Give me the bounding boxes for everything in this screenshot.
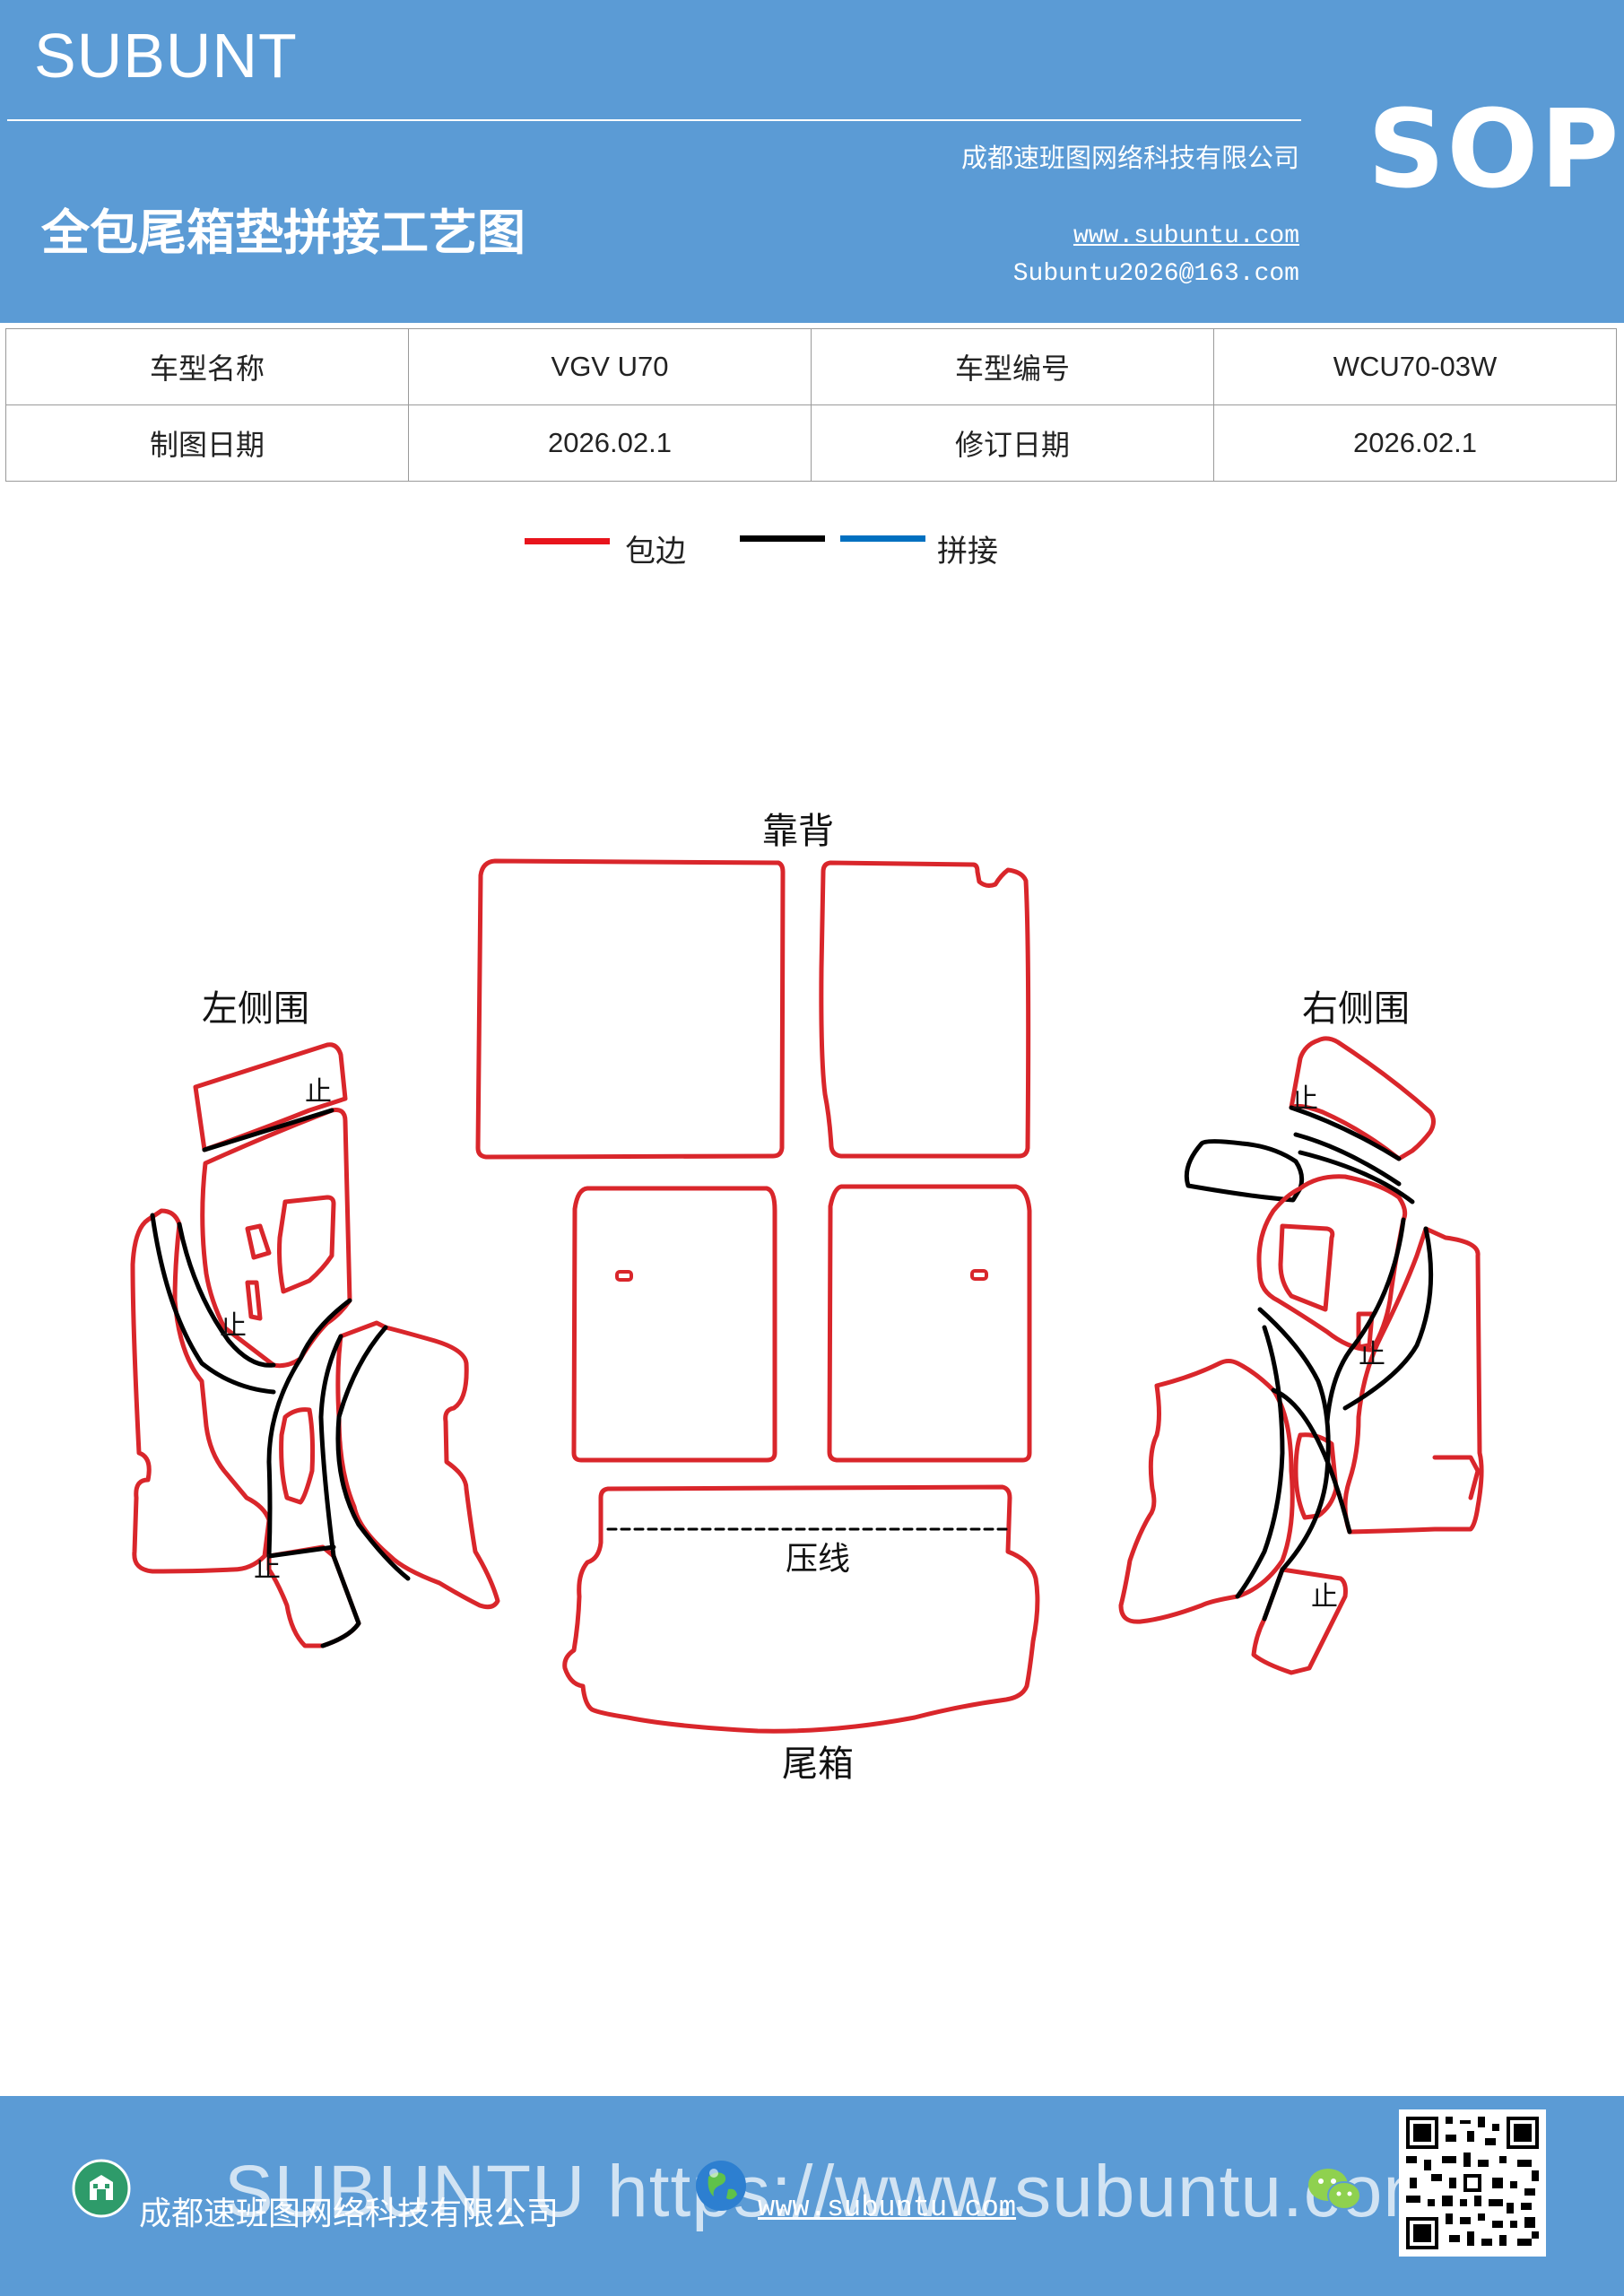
- stop-mark: 止: [220, 1310, 247, 1342]
- right-outer-panel: [1342, 1226, 1484, 1535]
- model-name-value: VGV U70: [408, 328, 812, 405]
- right-seam-8: [1271, 1387, 1352, 1535]
- company-name: 成都速班图网络科技有限公司: [960, 143, 1299, 173]
- left-bottom-tab: [266, 1544, 361, 1648]
- sop-badge: SOP: [1368, 88, 1621, 213]
- left-window-a: [277, 1195, 336, 1294]
- left-seam-4: [266, 1298, 352, 1559]
- middle-right-panel: [827, 1184, 1032, 1463]
- mat-layout-diagram: 靠背 左侧围 右侧围 压线 尾箱 止 止 止 止 止 止: [130, 811, 1484, 1785]
- globe-icon: [696, 2161, 746, 2211]
- right-seam-3: [1298, 1150, 1415, 1205]
- brand-name: SUBUNT: [34, 21, 298, 91]
- left-seam-2: [177, 1222, 276, 1368]
- left-seam-8: [320, 1553, 361, 1648]
- draw-date-value: 2026.02.1: [408, 404, 812, 482]
- model-code-label: 车型编号: [811, 328, 1214, 405]
- stop-mark: 止: [1359, 1339, 1385, 1370]
- left-outer-panel: [130, 1208, 272, 1574]
- stop-mark: 止: [305, 1076, 332, 1108]
- left-inner-panel: [335, 1320, 500, 1610]
- middle-right-slot: [970, 1269, 988, 1281]
- footer-website-link[interactable]: www.subuntu.com: [758, 2191, 1017, 2224]
- right-seam-7: [1235, 1325, 1285, 1599]
- website-link[interactable]: www.subuntu.com: [1073, 222, 1299, 250]
- right-outer-tab: [1432, 1455, 1481, 1500]
- seam-legend-line-black: [740, 535, 825, 542]
- email-address: Subuntu2026@163.com: [1012, 260, 1299, 288]
- model-code-value: WCU70-03W: [1213, 328, 1617, 405]
- backrest-left-panel: [475, 858, 786, 1160]
- left-seam-3: [150, 1213, 276, 1395]
- revision-date-value: 2026.02.1: [1213, 404, 1617, 482]
- left-seam-1: [202, 1108, 334, 1152]
- footer-company: 成都速班图网络科技有限公司: [139, 2196, 560, 2232]
- middle-left-slot: [615, 1270, 633, 1282]
- qr-code-icon[interactable]: [1399, 2109, 1546, 2257]
- right-bottom-tab: [1251, 1567, 1348, 1675]
- right-upper-panel: [1256, 1174, 1408, 1352]
- backrest-label: 靠背: [762, 811, 834, 852]
- vehicle-info-table: 车型名称 VGV U70 车型编号 WCU70-03W 制图日期 2026.02…: [5, 328, 1617, 482]
- right-seam-1: [1289, 1105, 1402, 1161]
- right-inner-panel: [1118, 1359, 1295, 1624]
- left-side-label: 左侧围: [202, 988, 309, 1030]
- draw-date-label: 制图日期: [5, 404, 409, 482]
- table-row: 车型名称 VGV U70 车型编号 WCU70-03W: [5, 328, 1617, 405]
- table-row: 制图日期 2026.02.1 修订日期 2026.02.1: [5, 404, 1617, 482]
- right-seam-2: [1293, 1132, 1402, 1187]
- wechat-icon: [1308, 2169, 1361, 2210]
- model-name-label: 车型名称: [5, 328, 409, 405]
- footer-banner: SUBUNTU https://www.subuntu.com 成都速班图网络科…: [0, 2096, 1624, 2296]
- trunk-label: 尾箱: [782, 1744, 854, 1785]
- middle-left-panel: [571, 1186, 777, 1463]
- building-icon: [72, 2159, 131, 2218]
- seam-legend-label: 拼接: [937, 534, 998, 570]
- header-divider: [7, 119, 1301, 121]
- trunk-mat: [562, 1484, 1040, 1734]
- left-seam-5: [318, 1334, 343, 1559]
- revision-date-label: 修订日期: [811, 404, 1214, 482]
- right-arm-piece: [1184, 1139, 1305, 1203]
- right-seam-5: [1342, 1226, 1434, 1411]
- document-title: 全包尾箱垫拼接工艺图: [41, 204, 525, 261]
- seam-legend-line-blue: [840, 535, 925, 542]
- left-seam-7: [335, 1325, 411, 1581]
- backrest-right-panel: [819, 860, 1031, 1159]
- right-side-label: 右侧围: [1302, 988, 1410, 1030]
- edge-legend-line: [525, 538, 610, 544]
- left-window-b: [245, 1223, 272, 1260]
- legend: 包边 拼接: [0, 525, 1624, 570]
- header-banner: SUBUNT SOP 全包尾箱垫拼接工艺图 成都速班图网络科技有限公司 www.…: [0, 0, 1624, 323]
- right-seam-6: [1257, 1307, 1331, 1572]
- edge-legend-label: 包边: [625, 534, 686, 570]
- left-pocket: [279, 1407, 316, 1505]
- stop-mark: 止: [1311, 1581, 1338, 1613]
- left-hook: [245, 1280, 263, 1321]
- stop-mark: 止: [254, 1552, 281, 1584]
- footer-watermark: SUBUNTU https://www.subuntu.com: [224, 2151, 1446, 2232]
- crease-label: 压线: [786, 1541, 850, 1578]
- stop-mark: 止: [1291, 1083, 1318, 1115]
- right-seam-9: [1262, 1567, 1285, 1622]
- right-seam-4: [1324, 1217, 1406, 1424]
- left-seam-6: [266, 1544, 336, 1559]
- right-window-a: [1278, 1223, 1335, 1312]
